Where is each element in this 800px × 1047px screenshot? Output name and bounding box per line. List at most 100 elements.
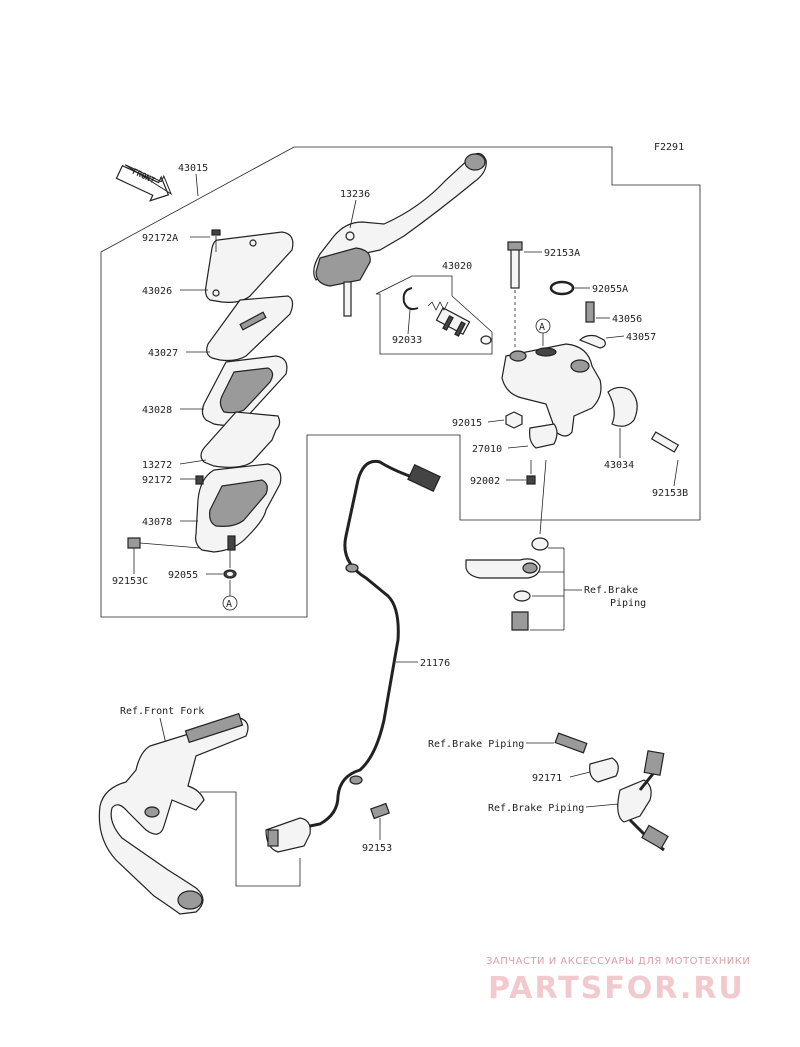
cap-screw-hole xyxy=(249,239,257,247)
leader xyxy=(585,803,619,808)
circlip-92033 xyxy=(402,287,419,311)
sensor-cable-21176 xyxy=(299,459,421,830)
lever-pushrod xyxy=(343,281,352,317)
leader xyxy=(179,459,207,465)
brake-pipe-joint xyxy=(617,779,652,823)
label-92153b: 92153B xyxy=(652,488,688,499)
screw-92002 xyxy=(526,475,536,485)
bolt-head xyxy=(507,241,523,251)
leader xyxy=(605,335,625,339)
label-92153c: 92153C xyxy=(112,576,148,587)
leader xyxy=(349,199,357,229)
plate-slot xyxy=(239,311,267,331)
front-fork-bracket xyxy=(98,717,249,915)
fork-mount-hole xyxy=(144,806,160,818)
watermark-brand: PARTSFOR.RU xyxy=(488,971,745,1006)
label-92002: 92002 xyxy=(470,476,500,487)
body-bore xyxy=(535,347,557,357)
bracket-92171 xyxy=(589,757,619,783)
bleeder-cap-43057 xyxy=(578,334,606,349)
label-43057: 43057 xyxy=(626,332,656,343)
callout-a-circle xyxy=(222,595,238,611)
label-43015: 43015 xyxy=(178,163,208,174)
label-13236: 13236 xyxy=(340,189,370,200)
label-43026: 43026 xyxy=(142,286,172,297)
label-43020: 43020 xyxy=(442,261,472,272)
label-43056: 43056 xyxy=(612,314,642,325)
label-27010: 27010 xyxy=(472,444,502,455)
washer-lower xyxy=(513,590,531,602)
fork-axle-boss xyxy=(177,890,203,910)
oring-92055a xyxy=(549,280,575,296)
washer-upper xyxy=(531,537,549,551)
reservoir-nozzle xyxy=(227,535,236,551)
label-43034: 43034 xyxy=(604,460,634,471)
body-boss xyxy=(509,350,527,362)
label-92171: 92171 xyxy=(532,773,562,784)
leader xyxy=(673,459,679,487)
ref-brake-piping-2: Ref.Brake Piping xyxy=(428,739,524,750)
leader xyxy=(195,173,199,197)
leader xyxy=(507,445,529,449)
label-13272: 13272 xyxy=(142,460,172,471)
bolt-92153a xyxy=(510,245,520,289)
oring-hole xyxy=(227,572,233,576)
lever-pivot-block xyxy=(315,247,371,287)
leader xyxy=(139,542,201,549)
body-port xyxy=(570,359,590,373)
banjo-bolt xyxy=(511,611,529,631)
brake-switch-27010 xyxy=(529,423,558,449)
label-43027: 43027 xyxy=(148,348,178,359)
label-92153: 92153 xyxy=(362,843,392,854)
leader xyxy=(569,771,591,778)
bolt-92153 xyxy=(370,802,390,820)
screw-92172 xyxy=(195,475,204,485)
reservoir-plate xyxy=(206,295,294,362)
banjo-eye xyxy=(522,562,538,574)
assembly-outline xyxy=(100,146,701,618)
nut-92015 xyxy=(505,411,523,429)
bolt-92153b xyxy=(650,431,680,453)
label-92033: 92033 xyxy=(392,335,422,346)
screw-head xyxy=(211,229,221,236)
fork-bracket-arm xyxy=(184,712,244,744)
ref-front-fork: Ref.Front Fork xyxy=(120,706,204,717)
watermark-tagline: ЗАПЧАСТИ И АКСЕССУАРЫ ДЛЯ МОТОТЕХНИКИ xyxy=(486,956,750,967)
figure-code: F2291 xyxy=(654,142,684,153)
bleeder-43056 xyxy=(585,301,595,323)
piston-kit-box xyxy=(375,275,493,355)
sensor-connector xyxy=(407,464,441,492)
piping-bolt xyxy=(554,732,588,754)
leader xyxy=(159,717,167,745)
reservoir-window xyxy=(209,479,268,527)
lever-adjuster xyxy=(345,231,355,241)
pipe-fitting xyxy=(641,824,669,850)
clamp-43034 xyxy=(607,386,638,427)
label-92172: 92172 xyxy=(142,475,172,486)
sensor-tip xyxy=(267,829,279,847)
piston-assembly xyxy=(427,301,492,345)
label-92153a: 92153A xyxy=(544,248,580,259)
cable-grommet xyxy=(345,563,359,573)
lever-ball-end xyxy=(464,153,486,171)
front-arrow-icon xyxy=(115,164,173,202)
ref-brake-piping-1b: Piping xyxy=(610,598,646,609)
leader xyxy=(539,459,547,535)
label-92055a: 92055A xyxy=(592,284,628,295)
clamp-92153c xyxy=(127,537,141,549)
label-43028: 43028 xyxy=(142,405,172,416)
leader xyxy=(200,791,301,887)
label-43078: 43078 xyxy=(142,517,172,528)
pipe-fitting xyxy=(643,750,665,776)
label-92172a: 92172A xyxy=(142,233,178,244)
cable-grommet xyxy=(349,775,363,785)
leader xyxy=(407,309,411,335)
cap-screw-hole xyxy=(212,289,220,297)
callout-a-top: A xyxy=(539,322,545,333)
ref-brake-piping-3: Ref.Brake Piping xyxy=(488,803,584,814)
brake-hose-banjo xyxy=(465,558,541,579)
label-21176: 21176 xyxy=(420,658,450,669)
label-92055: 92055 xyxy=(168,570,198,581)
ref-brake-piping-1: Ref.Brake xyxy=(584,585,638,596)
